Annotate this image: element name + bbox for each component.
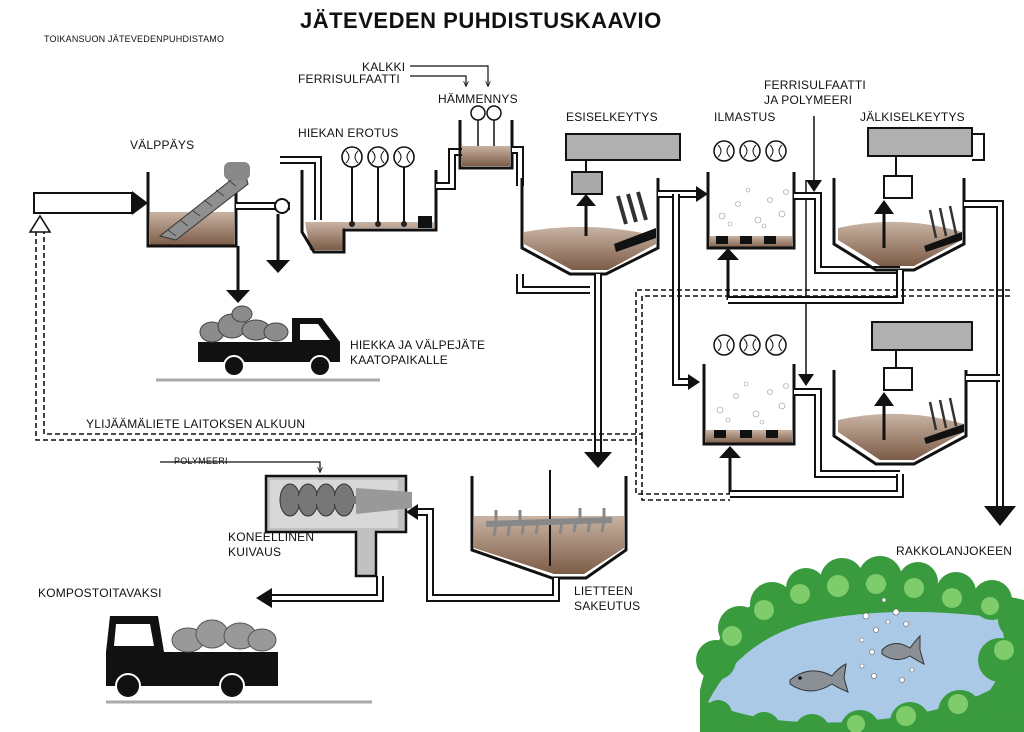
label-dewatering: KONEELLINEN KUIVAUS: [228, 530, 314, 560]
screening-tank: [146, 162, 250, 248]
aeration-tank-lower: [702, 334, 796, 494]
label-ferric-polymer-line2: JA POLYMEERI: [764, 93, 853, 107]
mixing-tank: [458, 105, 514, 170]
label-thickening-line1: LIETTEEN: [574, 584, 633, 598]
label-dewatering-line2: KUIVAUS: [228, 545, 282, 559]
dewatering-unit: [264, 474, 412, 578]
label-thickening-line2: SAKEUTUS: [574, 599, 641, 613]
label-grit-waste-line2: KAATOPAIKALLE: [350, 353, 448, 367]
label-ferric-sulfate: FERRISULFAATTI: [298, 72, 400, 86]
label-ferric-polymer: FERRISULFAATTI JA POLYMEERI: [764, 78, 866, 108]
label-ferric-polymer-line1: FERRISULFAATTI: [764, 78, 866, 92]
grit-removal-tank: [280, 146, 438, 254]
label-screening: VÄLPPÄYS: [130, 138, 195, 152]
label-grit-removal: HIEKAN EROTUS: [298, 126, 399, 140]
river-scene: [696, 556, 1024, 732]
plant-name: TOIKANSUON JÄTEVEDENPUHDISTAMO: [44, 34, 225, 44]
label-secondary-settling: JÄLKISELKEYTYS: [860, 110, 965, 124]
landfill-truck: [156, 305, 380, 382]
influent-pipe: [33, 191, 148, 215]
label-compost: KOMPOSTOITAVAKSI: [38, 586, 162, 600]
aeration-tank-upper: [706, 140, 796, 300]
label-dewatering-line1: KONEELLINEN: [228, 530, 315, 544]
sludge-thickener: [470, 470, 628, 580]
label-grit-waste: HIEKKA JA VÄLPEJÄTE KAATOPAIKALLE: [350, 338, 485, 368]
label-lime: KALKKI: [362, 60, 406, 74]
label-mixing: HÄMMENNYS: [438, 92, 518, 106]
compost-truck: [106, 616, 372, 704]
label-aeration: ILMASTUS: [714, 110, 776, 124]
label-grit-waste-line1: HIEKKA JA VÄLPEJÄTE: [350, 338, 486, 352]
secondary-clarifier-lower: [832, 321, 973, 466]
label-river: RAKKOLANJOKEEN: [896, 544, 1013, 558]
diagram-title: JÄTEVEDEN PUHDISTUSKAAVIO: [300, 8, 662, 33]
label-excess-sludge: YLIJÄÄMÄLIETE LAITOKSEN ALKUUN: [86, 417, 306, 431]
label-thickening: LIETTEEN SAKEUTUS: [574, 584, 640, 614]
label-primary-settling: ESISELKEYTYS: [566, 110, 658, 124]
excess-sludge-line: [35, 226, 1010, 501]
primary-clarifier: [520, 133, 681, 276]
label-polymer: POLYMEERI: [174, 456, 228, 466]
secondary-clarifier-upper: [832, 127, 985, 272]
